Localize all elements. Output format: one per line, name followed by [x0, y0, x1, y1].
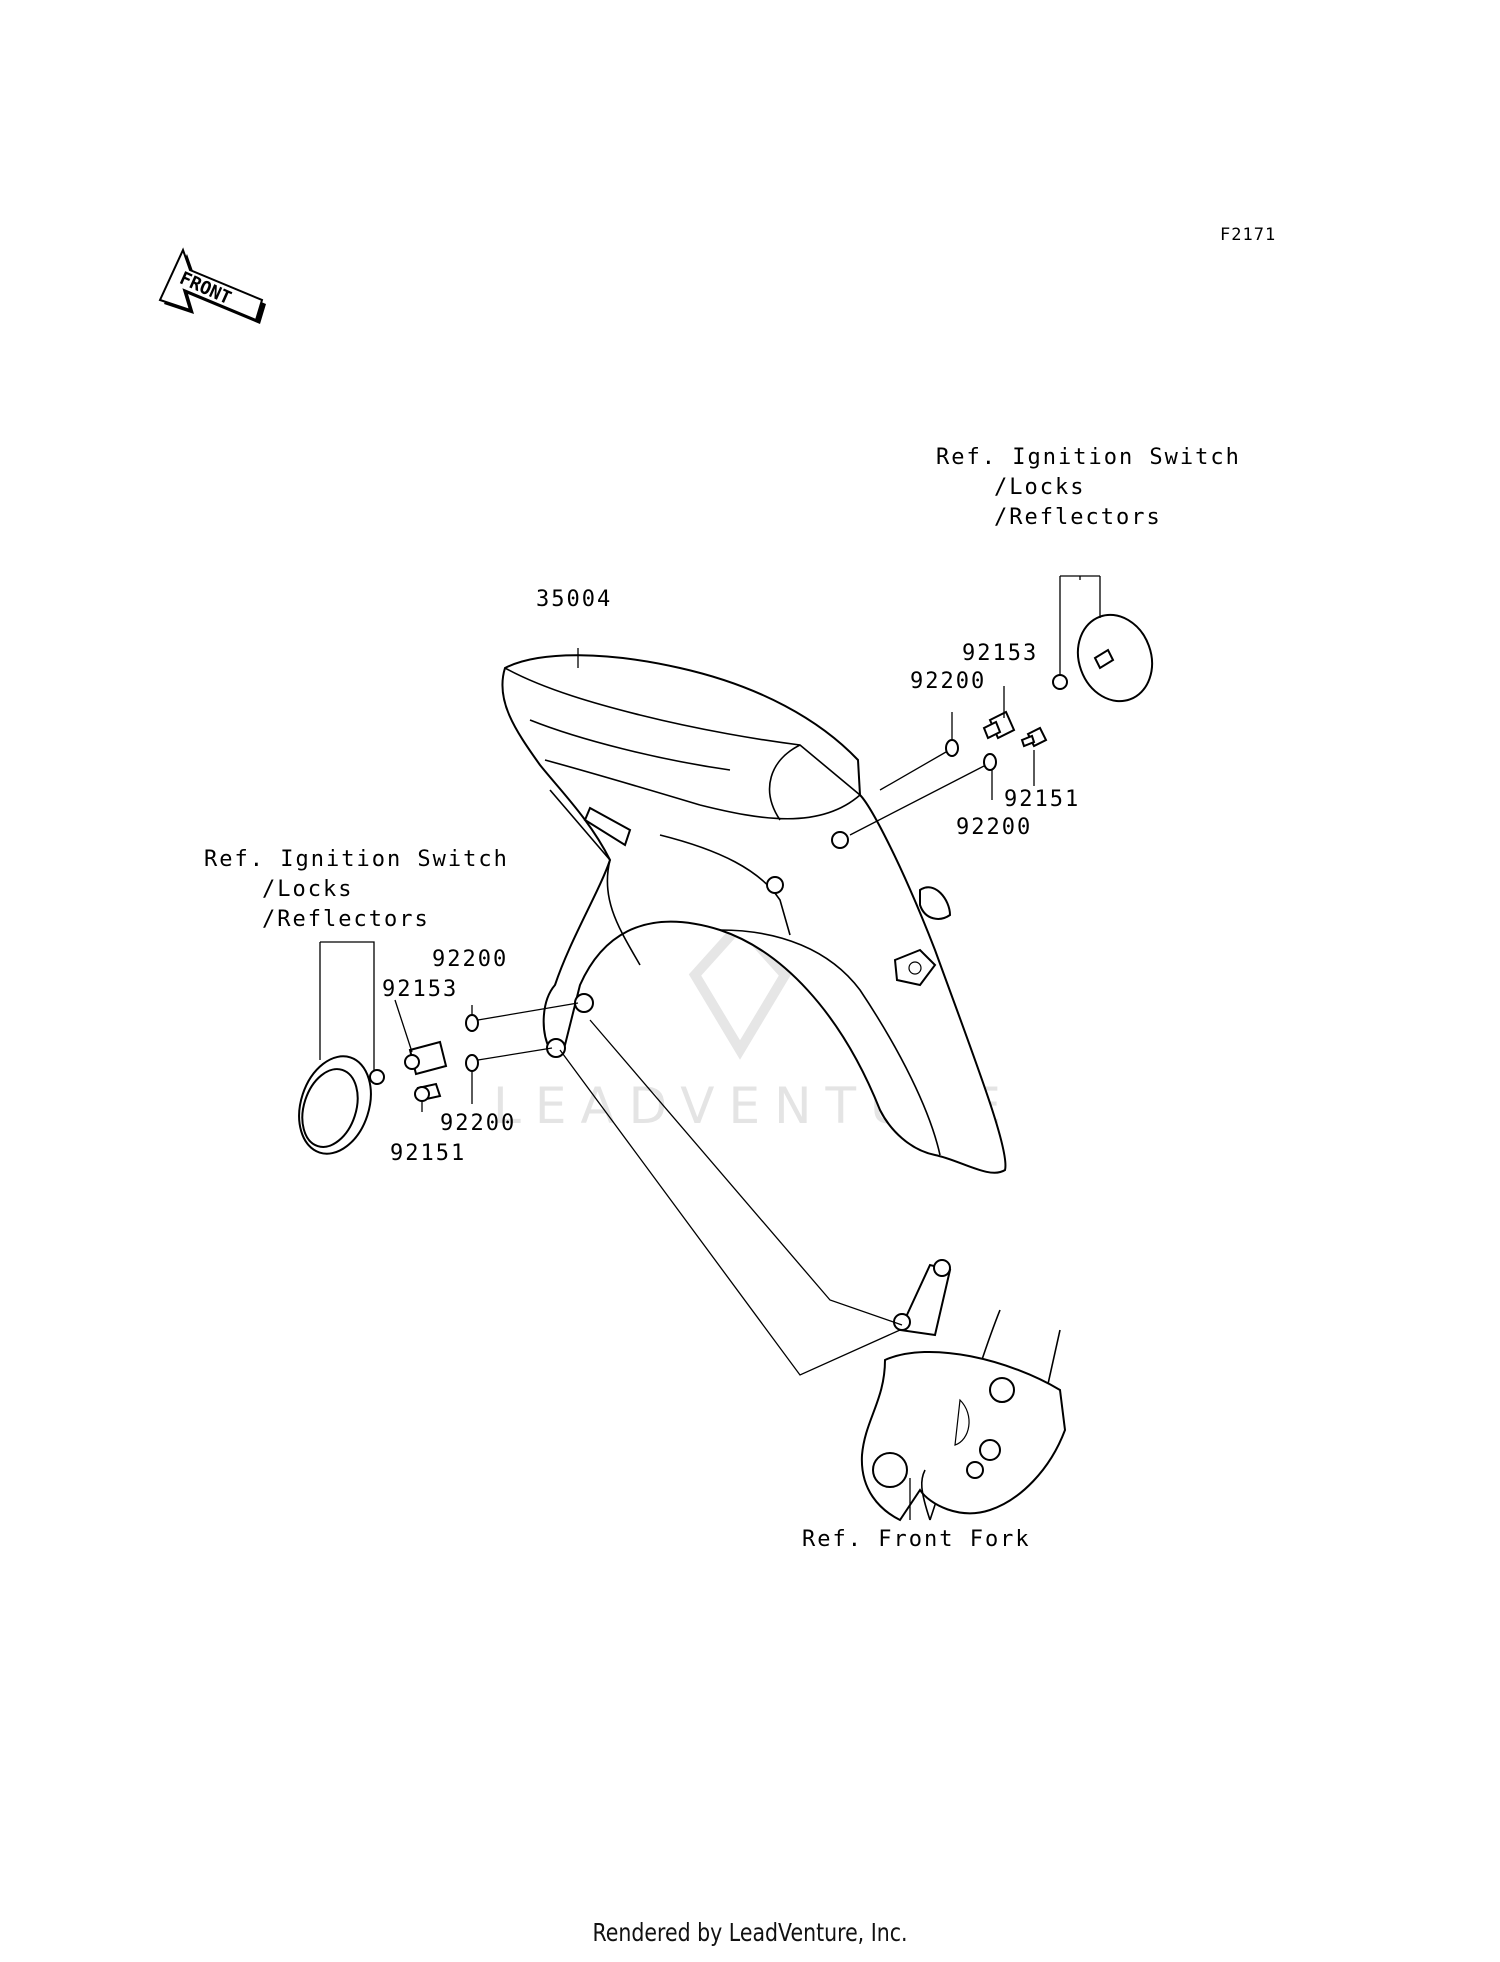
- nut-icon: [1052, 674, 1068, 690]
- diagram-code: F2171: [1220, 225, 1276, 245]
- right-reflector: [1052, 613, 1154, 703]
- callout-92151-right: 92151: [1004, 787, 1080, 812]
- callout-locks-left: /Locks: [262, 877, 353, 902]
- callout-92153-right: 92153: [962, 641, 1038, 666]
- callout-35004: 35004: [536, 587, 612, 612]
- callout-92151-left: 92151: [390, 1141, 466, 1166]
- callout-92153-left: 92153: [382, 977, 458, 1002]
- footer-credit: Rendered by LeadVenture, Inc.: [592, 1918, 908, 1947]
- nut-icon: [369, 1069, 385, 1085]
- callout-92200-right-upper: 92200: [910, 669, 986, 694]
- front-arrow-icon: FRONT: [158, 247, 266, 324]
- callout-reflectors-right: /Reflectors: [994, 505, 1162, 530]
- leader-lines: [319, 575, 1101, 1520]
- callout-locks-right: /Locks: [994, 475, 1085, 500]
- callouts: Ref. Ignition Switch /Locks /Reflectors …: [204, 445, 1241, 1552]
- callout-92200-right-lower: 92200: [956, 815, 1032, 840]
- right-fasteners: [945, 710, 1048, 771]
- callout-ref-front-fork: Ref. Front Fork: [802, 1527, 1031, 1552]
- front-fork: [860, 1259, 1067, 1522]
- callout-ref-ignition-right: Ref. Ignition Switch: [936, 445, 1241, 470]
- callout-ref-ignition-left: Ref. Ignition Switch: [204, 847, 509, 872]
- left-reflector: [298, 1014, 479, 1155]
- callout-reflectors-left: /Reflectors: [262, 907, 430, 932]
- callout-92200-left-lower: 92200: [440, 1111, 516, 1136]
- callout-92200-left-upper: 92200: [432, 947, 508, 972]
- front-fender: [501, 654, 1007, 1174]
